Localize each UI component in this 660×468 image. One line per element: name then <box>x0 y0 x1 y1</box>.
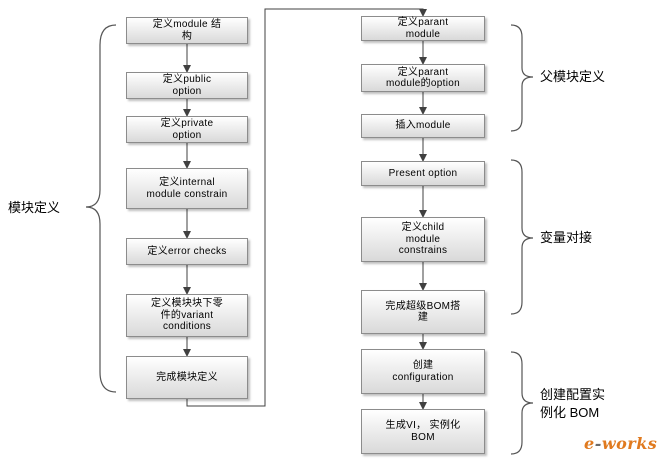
step-complete-super-bom: 完成超级BOM搭 建 <box>361 290 485 334</box>
label-module-definition: 模块定义 <box>8 200 61 215</box>
connector-left-to-right <box>186 8 427 407</box>
step-define-private-option: 定义private option <box>126 116 248 143</box>
brace-parent-module <box>510 24 534 132</box>
step-define-variant-conditions: 定义模块块下零 件的variant conditions <box>126 294 248 337</box>
step-create-configuration: 创建 configuration <box>361 349 485 394</box>
brace-create-config <box>510 351 534 455</box>
step-define-parent-module: 定义parant module <box>361 16 485 41</box>
step-define-error-checks: 定义error checks <box>126 238 248 265</box>
step-define-module-structure: 定义module 结 构 <box>126 17 248 44</box>
step-define-internal-module-constrain: 定义internal module constrain <box>126 168 248 209</box>
step-complete-module-definition: 完成模块定义 <box>126 356 248 399</box>
brace-module-definition <box>85 24 117 393</box>
e-works-logo: e-works <box>584 434 658 453</box>
step-insert-module: 插入module <box>361 114 485 138</box>
label-parent-module-definition: 父模块定义 <box>540 69 606 84</box>
label-create-config-instance: 创建配置实 例化 BOM <box>540 387 606 420</box>
label-variable-matching: 变量对接 <box>540 230 593 245</box>
step-generate-vi-bom: 生成VI， 实例化 BOM <box>361 409 485 454</box>
brace-variable-matching <box>510 159 534 315</box>
step-present-option: Present option <box>361 161 485 186</box>
step-define-public-option: 定义public option <box>126 72 248 99</box>
step-define-parent-module-option: 定义parant module的option <box>361 64 485 92</box>
step-define-child-module-constrains: 定义child module constrains <box>361 217 485 262</box>
